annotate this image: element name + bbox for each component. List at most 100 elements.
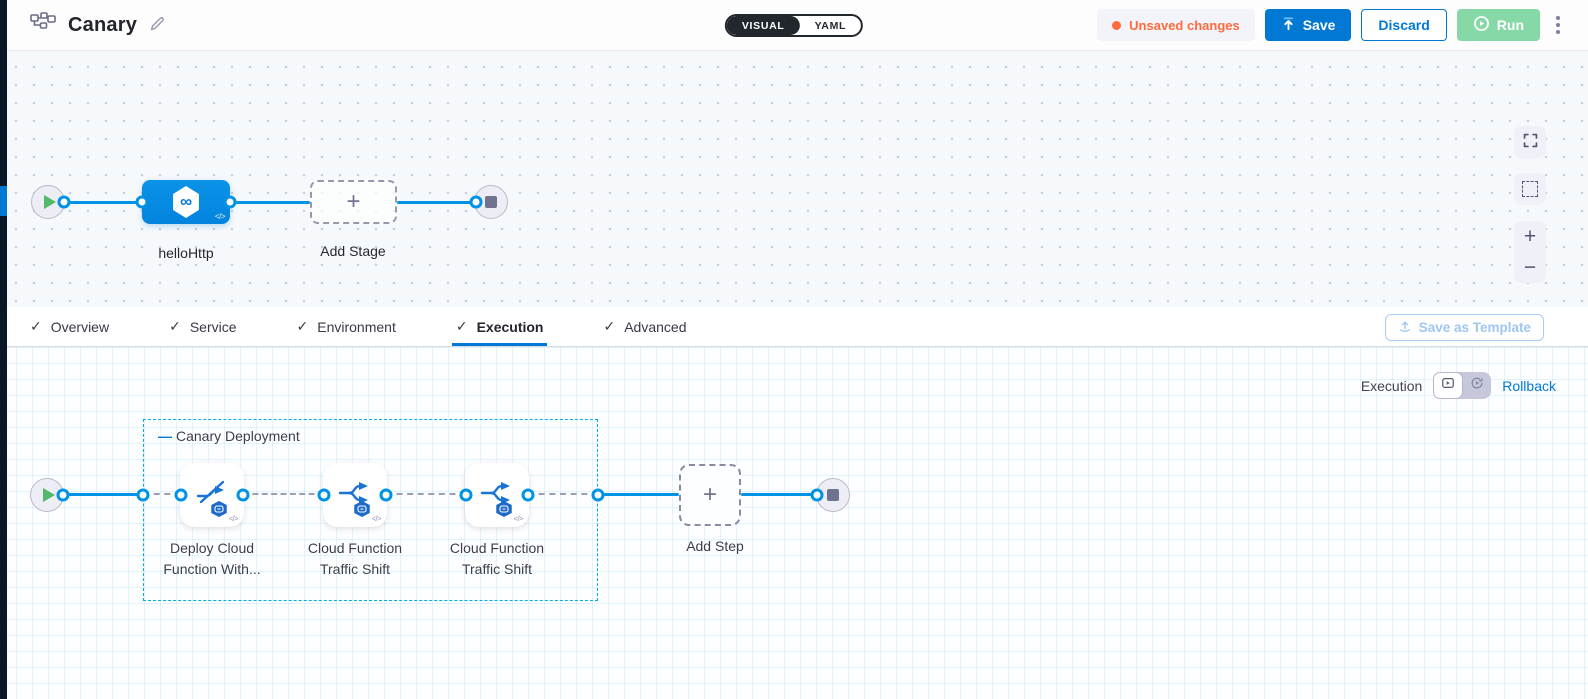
add-stage-button[interactable]: + [310, 180, 397, 224]
unsaved-changes-label: Unsaved changes [1129, 17, 1240, 33]
execution-view-button[interactable] [1433, 372, 1464, 399]
header-left: Canary [30, 0, 166, 50]
edge-group-to-addstep [598, 493, 679, 496]
execution-start-node[interactable] [30, 478, 64, 512]
check-icon: ✓ [455, 318, 468, 334]
connector-dot [469, 195, 483, 209]
dashed-edge [528, 493, 598, 495]
play-circle-icon [1473, 15, 1490, 35]
rollback-view-button[interactable] [1463, 376, 1491, 395]
save-as-template-button[interactable]: Save as Template [1384, 314, 1544, 341]
tab-label: Execution [476, 318, 544, 335]
header-actions: Unsaved changes Save Discard Run [1097, 9, 1566, 41]
pipeline-icon [30, 11, 56, 39]
edge-start-to-group [63, 493, 143, 496]
connector-dot [174, 488, 188, 502]
stop-icon [827, 489, 839, 501]
tab-label: Overview [50, 318, 110, 335]
upload-arrow-icon [1281, 16, 1296, 34]
fit-to-screen-button[interactable] [1514, 173, 1546, 205]
rollback-link[interactable]: Rollback [1502, 377, 1556, 394]
step-deploy-cloud-function[interactable]: </> [180, 463, 244, 527]
step-label: Deploy Cloud Function With... [163, 540, 261, 577]
save-button[interactable]: Save [1264, 9, 1352, 41]
code-icon: </> [513, 514, 524, 523]
stage-type-hexagon-icon: ∞ [173, 186, 199, 218]
dashed-edge [386, 493, 466, 495]
plus-icon: + [346, 188, 361, 215]
step-label: Cloud Function Traffic Shift [449, 540, 545, 577]
toggle-yaml[interactable]: YAML [814, 19, 847, 32]
code-icon: </> [228, 514, 239, 523]
kebab-icon [1556, 16, 1560, 20]
execution-toolbar: Execution Rollback [1361, 372, 1556, 399]
run-button[interactable]: Run [1456, 9, 1540, 41]
tab-label: Advanced [624, 318, 687, 335]
connector-dot [810, 488, 824, 502]
stage-node-hellohttp[interactable]: ∞ </> [142, 180, 230, 224]
dashed-edge [243, 493, 324, 495]
code-icon: </> [214, 212, 226, 221]
execution-rollback-toggle [1433, 372, 1492, 399]
step-group-canary-deployment[interactable]: — Canary Deployment [143, 419, 598, 601]
connector-dot [223, 195, 237, 209]
zoom-controls: + − [1514, 221, 1546, 283]
check-icon: ✓ [603, 318, 616, 334]
group-collapse-dash-icon[interactable]: — [158, 428, 172, 444]
connector-dot [459, 488, 473, 502]
nav-active-marker [0, 186, 7, 216]
traffic-shift-icon [338, 482, 368, 504]
visual-yaml-toggle: VISUAL YAML [724, 14, 864, 37]
edit-title-button[interactable] [149, 15, 166, 35]
rollback-circle-icon [1470, 376, 1484, 395]
add-step-button[interactable]: + [679, 464, 741, 526]
save-label: Save [1302, 17, 1336, 33]
connector-dot [521, 488, 535, 502]
header: Canary VISUAL YAML Unsaved changes Sa [0, 0, 1588, 51]
pencil-icon [149, 15, 166, 35]
cloud-function-badge-icon [354, 501, 370, 517]
play-box-icon [1441, 376, 1455, 395]
tab-service[interactable]: ✓ Service [169, 307, 236, 346]
edge-addstep-to-end [741, 493, 817, 496]
connector-dot [379, 488, 393, 502]
execution-canvas[interactable]: Execution Rollback [0, 347, 1588, 699]
cloud-function-badge-icon [211, 501, 227, 517]
check-icon: ✓ [296, 318, 309, 334]
discard-label: Discard [1378, 17, 1430, 33]
unsaved-changes-badge: Unsaved changes [1097, 9, 1255, 41]
connector-dot [57, 195, 71, 209]
group-name: Canary Deployment [176, 428, 300, 444]
step-traffic-shift-2[interactable]: </> [465, 463, 529, 527]
toggle-visual[interactable]: VISUAL [726, 16, 800, 35]
edge-addstage-to-end [397, 201, 474, 204]
stage-name-label: helloHttp [158, 245, 214, 261]
stop-icon [485, 196, 497, 208]
play-icon [42, 488, 55, 502]
save-as-template-label: Save as Template [1418, 320, 1531, 335]
stage-graph-canvas[interactable]: ∞ </> helloHttp + Add Stage + − [0, 51, 1588, 307]
connector-dot [136, 488, 150, 502]
tab-overview[interactable]: ✓ Overview [30, 307, 109, 346]
discard-button[interactable]: Discard [1361, 9, 1447, 41]
tab-advanced[interactable]: ✓ Advanced [603, 307, 686, 346]
tab-execution[interactable]: ✓ Execution [451, 307, 548, 346]
cloud-function-badge-icon [496, 501, 512, 517]
play-icon [43, 195, 56, 209]
fullscreen-button[interactable] [1514, 126, 1546, 158]
fullscreen-icon [1522, 132, 1539, 152]
connector-dot [236, 488, 250, 502]
zoom-in-button[interactable]: + [1514, 221, 1546, 252]
more-options-button[interactable] [1550, 12, 1566, 38]
left-nav-strip [0, 0, 7, 699]
stage-tab-bar: ✓ Overview ✓ Service ✓ Environment ✓ Exe… [0, 307, 1588, 347]
connector-dot [591, 488, 605, 502]
connector-dot [317, 488, 331, 502]
tab-environment[interactable]: ✓ Environment [297, 307, 396, 346]
step-label: Cloud Function Traffic Shift [307, 540, 403, 577]
step-traffic-shift-1[interactable]: </> [323, 463, 387, 527]
edge-start-to-stage [64, 201, 142, 204]
zoom-out-button[interactable]: − [1514, 252, 1546, 283]
marquee-select-icon [1522, 181, 1538, 197]
tab-label: Service [189, 318, 237, 335]
